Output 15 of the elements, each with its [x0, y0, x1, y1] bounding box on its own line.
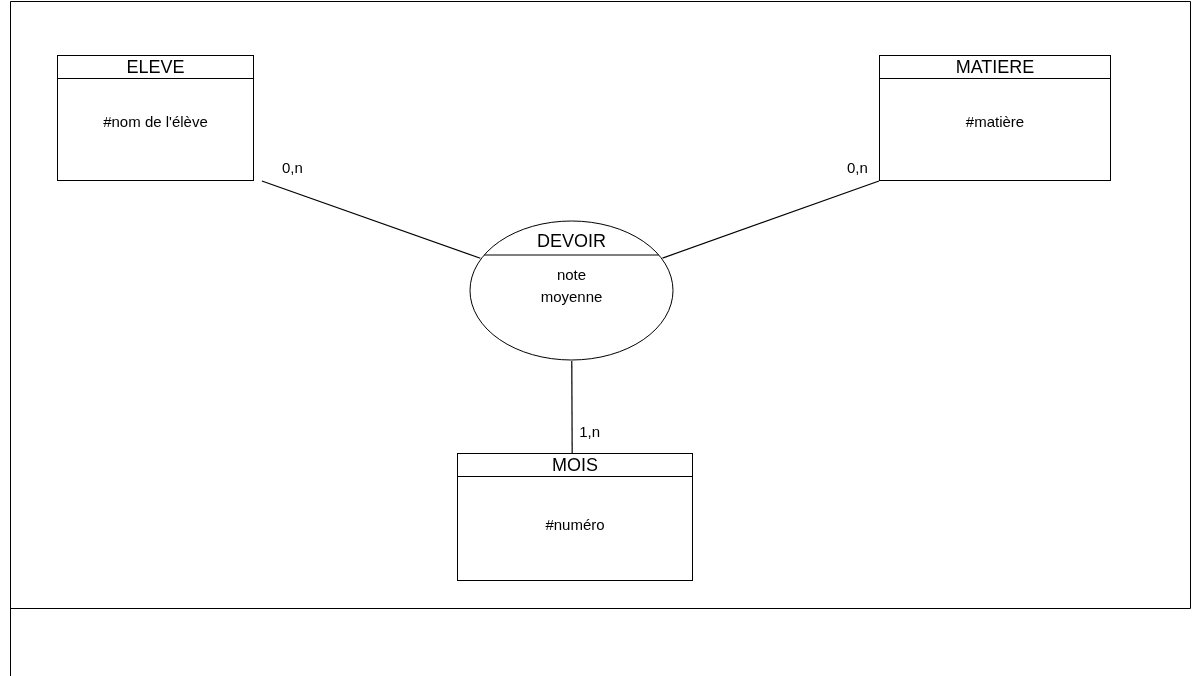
entity-box: [57, 55, 254, 181]
connector-line: [661, 180, 880, 259]
attribute-text: #numéro: [544, 515, 606, 535]
entity-box: [457, 453, 693, 581]
attribute-text: #matière: [964, 112, 1026, 132]
attribute-text: note moyenne: [539, 265, 604, 307]
entity-title: ELEVE: [58, 56, 253, 79]
attribute-text: #nom de l'élève: [102, 112, 209, 132]
entity-title: MOIS: [458, 454, 692, 477]
entity-title: MATIERE: [880, 56, 1110, 79]
relationship-ellipse: [469, 220, 674, 361]
entity-title: DEVOIR: [536, 230, 607, 252]
entity-box: [879, 55, 1111, 181]
connector-line: [571, 360, 573, 454]
connector-line: [261, 180, 481, 259]
